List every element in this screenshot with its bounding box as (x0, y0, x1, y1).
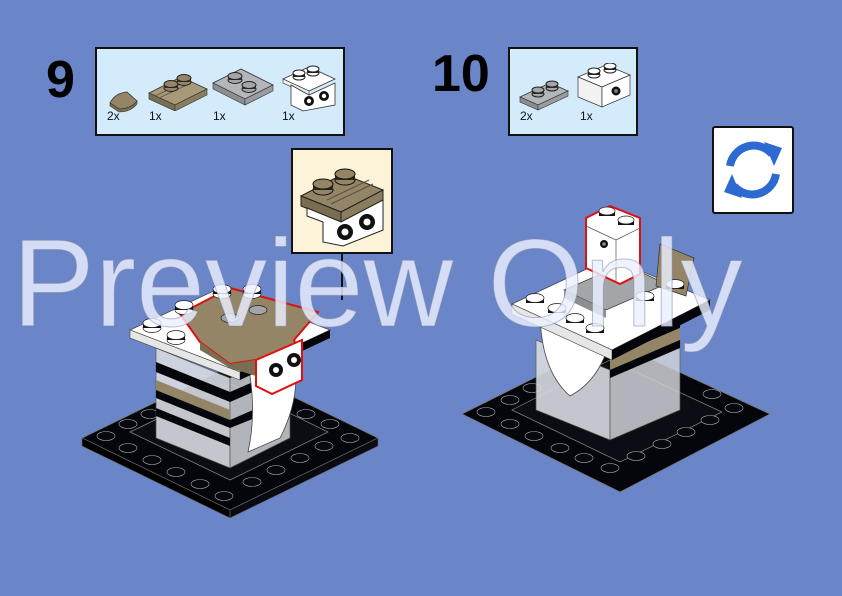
qty-label: 1x (282, 109, 295, 123)
white-brick-with-hole-icon (576, 63, 632, 108)
step-9-number: 9 (46, 51, 75, 109)
qty-label: 2x (520, 109, 533, 123)
qty-label: 1x (149, 109, 162, 123)
callout-pointer-line (341, 254, 343, 300)
tan-plate-with-rail-icon (148, 74, 208, 111)
step-10-number: 10 (432, 45, 490, 103)
white-bracket-icon (282, 65, 336, 112)
qty-label: 1x (580, 109, 593, 123)
step-9-subassembly-callout (291, 148, 393, 254)
tan-quarter-round-tile-icon (109, 91, 138, 113)
step-9-parts-list: 2x 1x 1x (95, 47, 345, 136)
qty-label: 2x (107, 109, 120, 123)
rotate-icon (724, 141, 782, 199)
step-9-model (81, 284, 379, 519)
step-10-model (461, 204, 771, 493)
qty-label: 1x (213, 109, 226, 123)
step-10-parts-list: 2x 1x (508, 47, 638, 136)
rotate-model-button[interactable] (712, 126, 794, 214)
gray-1x2-plate-icon (519, 80, 569, 111)
gray-corner-plate-icon (212, 68, 274, 106)
subassembly-bracket-icon (299, 168, 385, 247)
